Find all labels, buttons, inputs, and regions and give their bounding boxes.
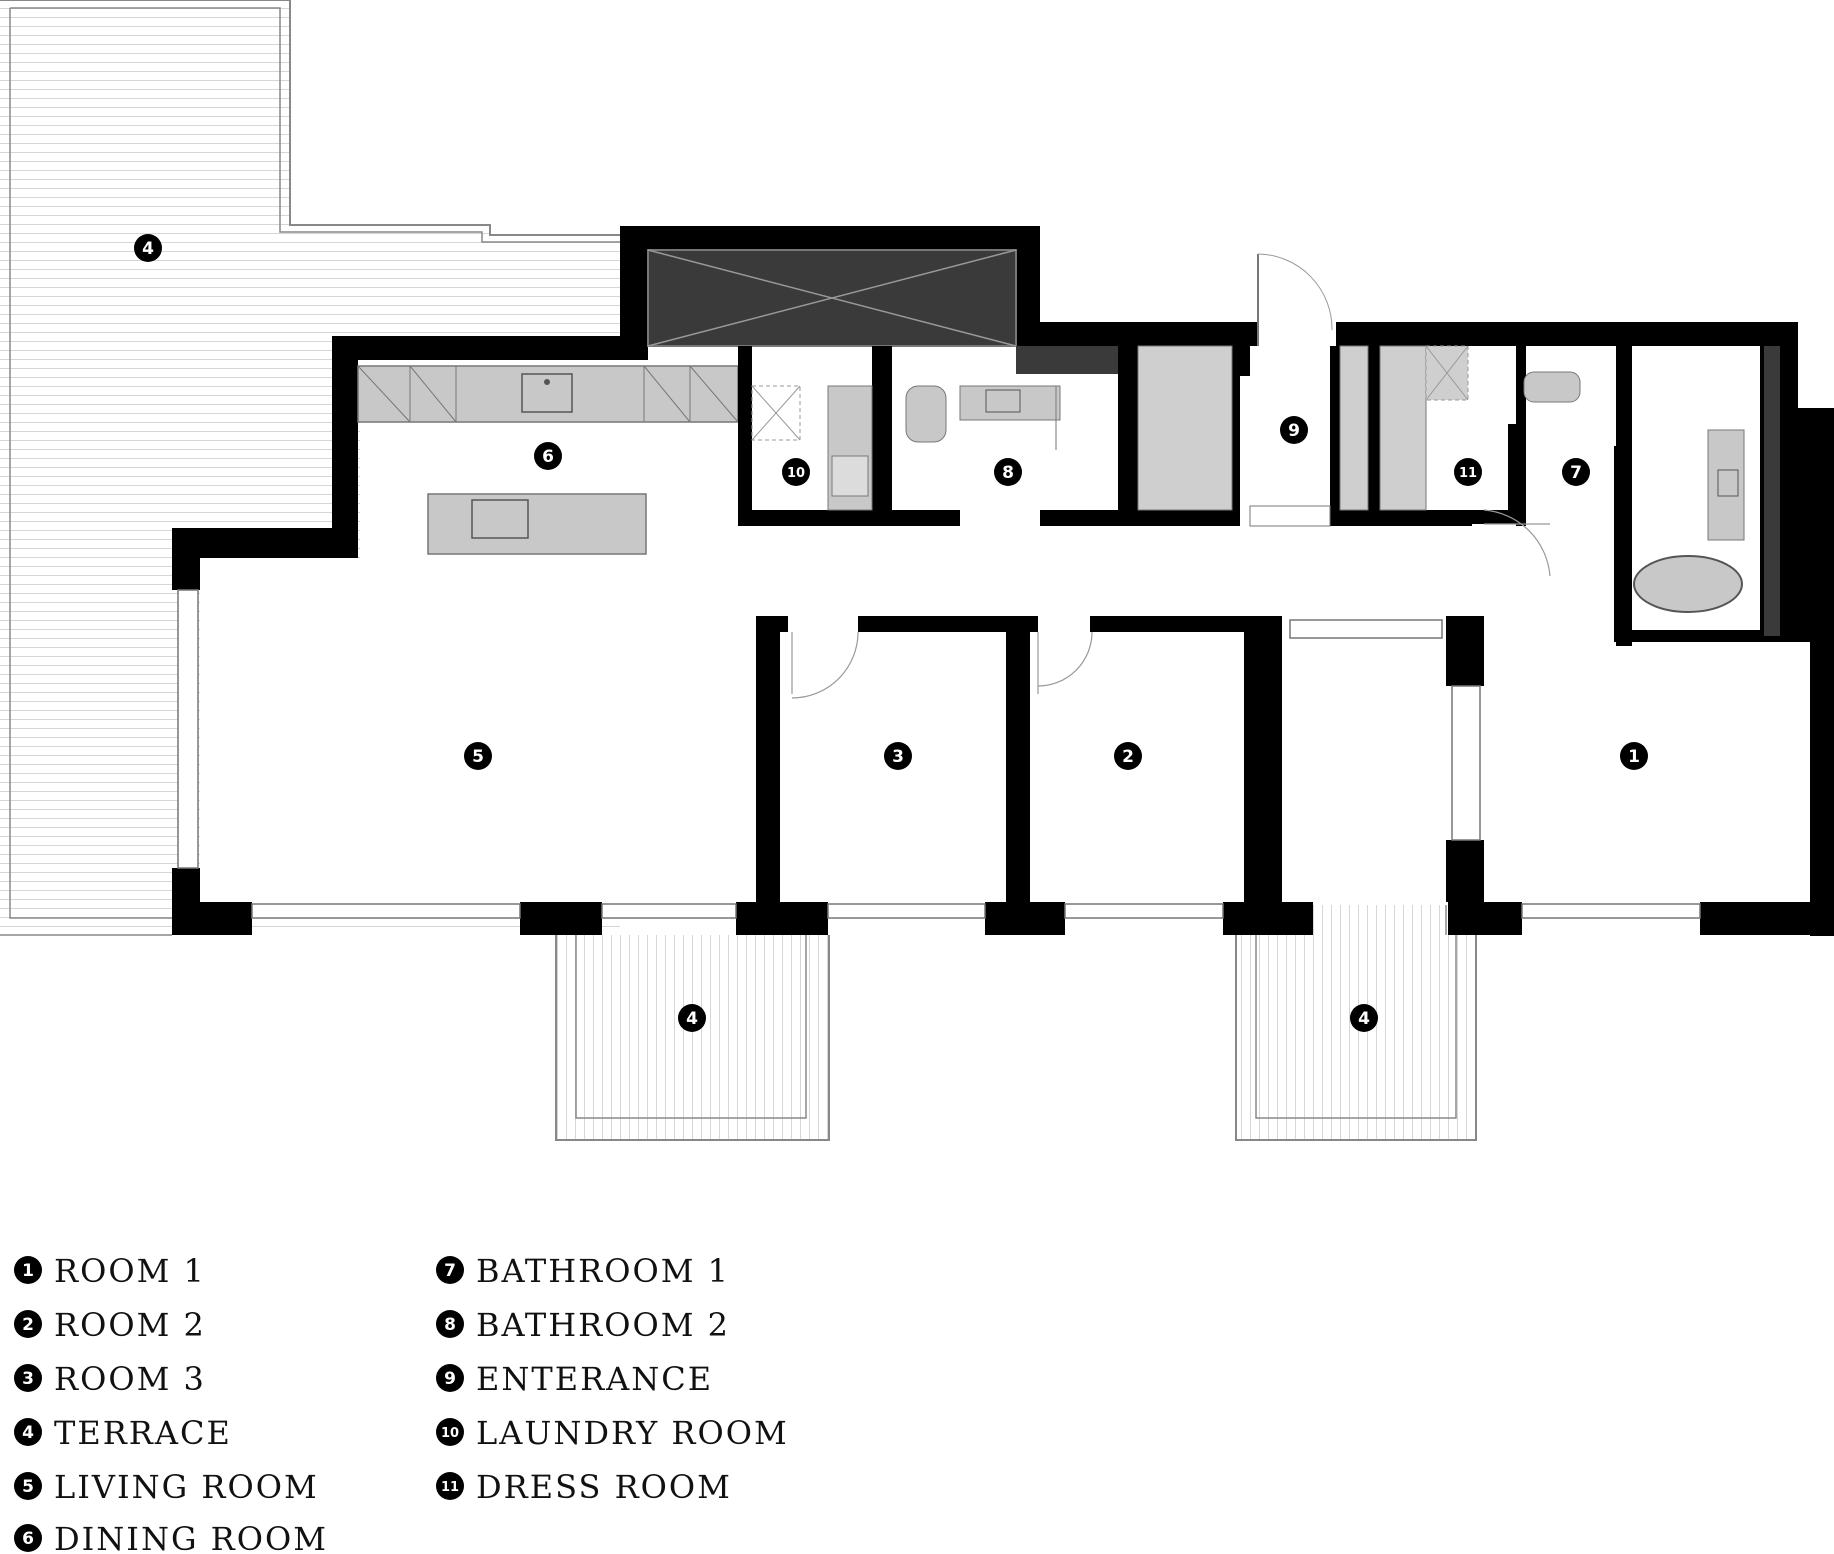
entrance-area [1137,253,1369,527]
room-label-10-text: 10 [787,466,805,481]
svg-text:8: 8 [444,1315,456,1335]
room-label-4a: 4 [134,234,162,262]
svg-text:7: 7 [444,1261,456,1281]
svg-text:ROOM 1: ROOM 1 [54,1252,206,1290]
kitchen-counter [357,365,739,423]
legend-item-bathroom-2: 8 BATHROOM 2 [436,1306,730,1344]
legend-item-room-2: 2 ROOM 2 [14,1306,206,1344]
svg-text:10: 10 [441,1426,459,1441]
svg-text:ROOM 3: ROOM 3 [54,1360,206,1398]
room-label-3: 3 [884,742,912,770]
room-label-4c-text: 4 [1358,1009,1370,1029]
room-label-4b: 4 [678,1004,706,1032]
room-label-3-text: 3 [892,747,904,767]
svg-text:BATHROOM 1: BATHROOM 1 [476,1252,730,1290]
legend-item-dress-room: 11 DRESS ROOM [436,1468,732,1506]
legend: 1 ROOM 1 2 ROOM 2 3 ROOM 3 4 TERRACE 5 LIVING… [14,1252,789,1554]
svg-text:5: 5 [22,1477,34,1497]
svg-text:4: 4 [22,1423,34,1443]
room-label-6: 6 [534,442,562,470]
bedroom-walls [756,616,1484,902]
svg-text:DINING ROOM: DINING ROOM [54,1520,328,1554]
kitchen-island [427,493,647,555]
svg-text:2: 2 [22,1315,34,1335]
svg-text:9: 9 [444,1369,456,1389]
laundry-fixtures [751,385,873,511]
room-label-9: 9 [1280,416,1308,444]
room-label-11-text: 11 [1459,466,1477,481]
room-label-2-text: 2 [1122,747,1134,767]
room-label-5-text: 5 [472,747,484,767]
room-label-6-text: 6 [542,447,554,467]
room-label-1: 1 [1620,742,1648,770]
outer-walls [172,226,1834,936]
room-label-5: 5 [464,742,492,770]
bathroom2-fixtures [905,385,1061,450]
room-label-4a-text: 4 [142,239,154,259]
legend-item-dining-room: 6 DINING ROOM [14,1520,328,1554]
room-label-8: 8 [994,458,1022,486]
room-label-4b-text: 4 [686,1009,698,1029]
room-label-7-text: 7 [1570,463,1582,483]
shaft [647,249,1124,374]
svg-text:ENTERANCE: ENTERANCE [476,1360,713,1398]
legend-item-bathroom-1: 7 BATHROOM 1 [436,1252,730,1290]
svg-text:1: 1 [22,1261,34,1281]
svg-text:3: 3 [22,1369,34,1389]
legend-item-living-room: 5 LIVING ROOM [14,1468,319,1506]
legend-item-room-1: 1 ROOM 1 [14,1252,206,1290]
svg-text:LAUNDRY ROOM: LAUNDRY ROOM [476,1414,789,1452]
legend-item-laundry-room: 10 LAUNDRY ROOM [436,1414,789,1452]
legend-item-enterance: 9 ENTERANCE [436,1360,713,1398]
room-label-8-text: 8 [1002,463,1014,483]
svg-text:11: 11 [441,1480,459,1495]
room-label-1-text: 1 [1628,747,1640,767]
svg-text:6: 6 [22,1529,34,1549]
svg-text:LIVING ROOM: LIVING ROOM [54,1468,319,1506]
svg-text:ROOM 2: ROOM 2 [54,1306,206,1344]
terrace-bottom-left [555,935,830,1141]
legend-item-room-3: 3 ROOM 3 [14,1360,206,1398]
svg-text:DRESS ROOM: DRESS ROOM [476,1468,732,1506]
room-label-2: 2 [1114,742,1142,770]
room-label-9-text: 9 [1288,421,1300,441]
room-labels: 1 2 3 4 4 4 5 6 7 8 9 10 11 [134,234,1648,1032]
legend-item-terrace: 4 TERRACE [14,1414,232,1452]
room-label-10: 10 [782,458,810,486]
windows [177,589,1701,919]
bathroom1-fixtures [1523,346,1780,636]
svg-text:TERRACE: TERRACE [54,1414,232,1452]
door-swings [791,509,1551,699]
dress-room-fixtures [1379,345,1469,511]
room-label-4c: 4 [1350,1004,1378,1032]
room-label-7: 7 [1562,458,1590,486]
room-label-11: 11 [1454,458,1482,486]
svg-text:BATHROOM 2: BATHROOM 2 [476,1306,730,1344]
